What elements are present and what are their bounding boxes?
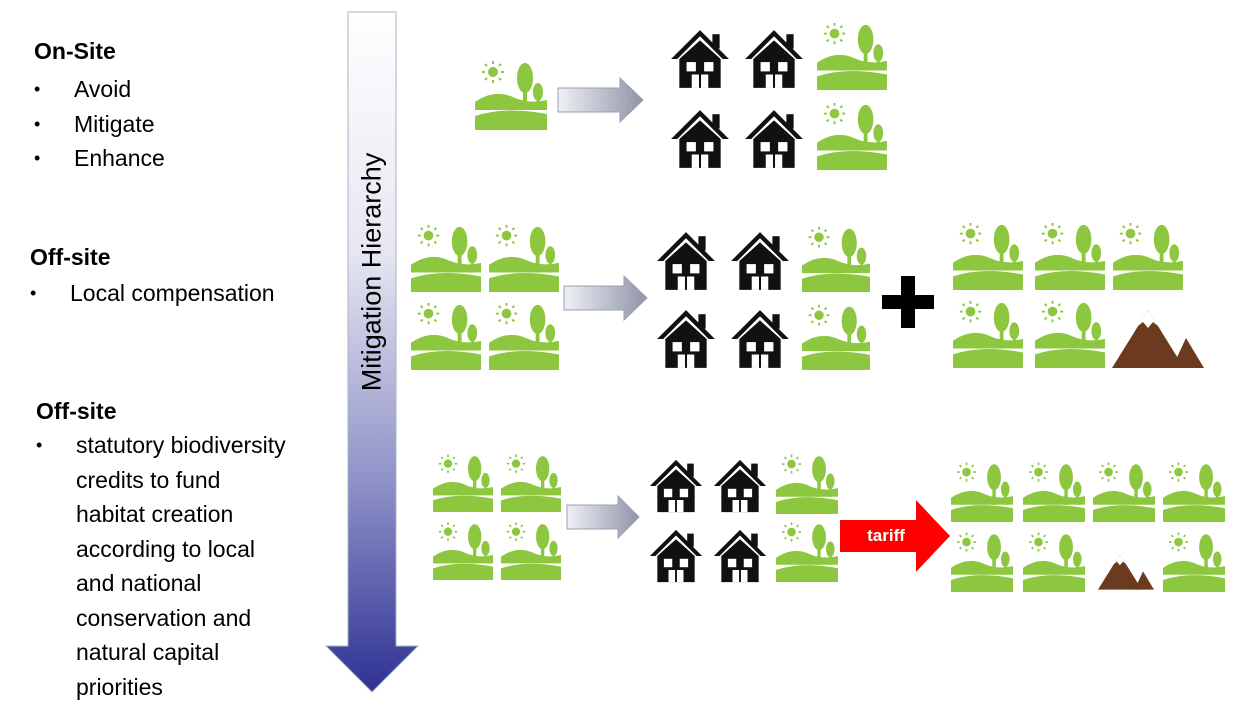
landscape-icon [1034,298,1106,368]
house-icon [666,28,734,90]
landscape-icon [475,58,547,130]
onsite-bullet-mitigate: Mitigate [34,107,165,142]
onsite-bullet-avoid: Avoid [34,72,165,107]
landscape-icon [1022,460,1086,522]
hierarchy-label: Mitigation Hierarchy [356,152,387,392]
house-icon [710,528,770,584]
landscape-icon [410,222,482,292]
offsite-credits-heading: Off-site [36,398,117,424]
house-icon [646,458,706,514]
onsite-bullet-enhance: Enhance [34,141,165,176]
landscape-icon [488,300,560,370]
credits-line: and national [76,570,202,596]
flow-arrow-1 [557,76,644,124]
house-icon [740,108,808,170]
flow-arrow-3 [566,494,640,540]
house-icon [646,528,706,584]
landscape-icon [950,530,1014,592]
onsite-heading: On-Site [34,38,116,64]
offsite-local-bullets: Local compensation [30,276,275,311]
offsite-local-heading: Off-site [30,244,111,270]
credits-line: conservation and [76,604,252,631]
landscape-icon [1162,460,1226,522]
house-icon [666,108,734,170]
offsite-credits-bullets: statutory biodiversity credits to fund h… [36,428,286,704]
landscape-icon [800,302,872,370]
offsite-credits-bullet: statutory biodiversity credits to fund h… [36,428,286,704]
onsite-bullets: Avoid Mitigate Enhance [34,72,165,176]
landscape-icon [500,452,562,512]
house-icon [710,458,770,514]
landscape-icon [776,452,838,514]
landscape-icon [1112,220,1184,290]
credits-line: priorities [76,673,163,700]
landscape-icon [1162,530,1226,592]
plus-icon [882,276,934,328]
house-icon [740,28,808,90]
landscape-icon [500,520,562,580]
tariff-label: tariff [867,526,905,545]
offsite-bullet-local-compensation: Local compensation [30,276,275,311]
house-icon [726,230,794,292]
landscape-icon [776,520,838,582]
credits-line: habitat creation [76,501,234,527]
landscape-icon [1034,220,1106,290]
landscape-icon [952,220,1024,290]
landscape-icon [816,100,888,170]
landscape-icon [410,300,482,370]
credits-line: natural capital [76,639,220,665]
landscape-icon [800,224,872,292]
landscape-icon [488,222,560,292]
flow-arrow-2 [563,274,648,322]
house-icon [652,230,720,292]
landscape-icon [1022,530,1086,592]
credits-line: according to local [76,535,255,562]
house-icon [652,308,720,370]
mountain-icon [1098,554,1154,590]
landscape-icon [816,20,888,90]
landscape-icon [950,460,1014,522]
mountain-icon [1112,310,1204,368]
landscape-icon [432,452,494,512]
house-icon [726,308,794,370]
landscape-icon [1092,460,1156,522]
credits-line: credits to fund [76,466,221,493]
credits-line: statutory biodiversity [76,432,286,458]
landscape-icon [432,520,494,580]
landscape-icon [952,298,1024,368]
